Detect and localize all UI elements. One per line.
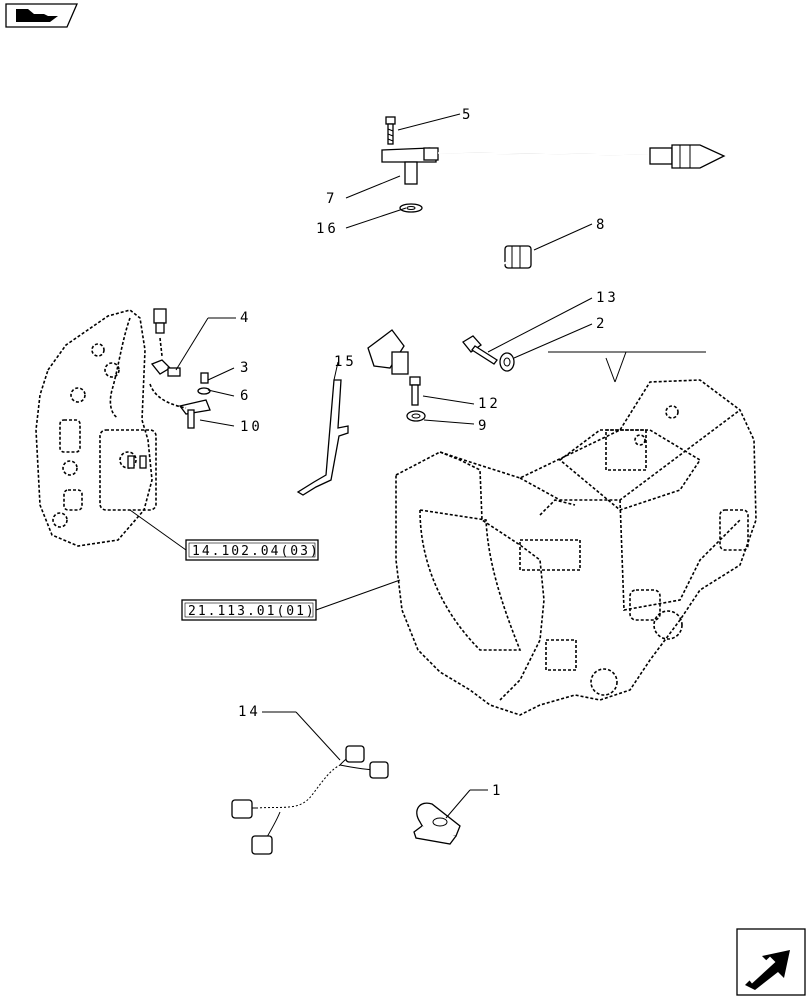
reference-label: 21.113.01(01) [188,604,316,619]
callout-16: 16 [316,221,339,237]
callout-13: 13 [596,290,619,306]
callout-8: 8 [596,217,607,233]
washer-part-16 [399,203,423,213]
bolt-part-5 [385,116,396,145]
bolt-part-12 [409,376,421,406]
callout-10: 10 [240,419,263,435]
wiring-harness-part-14 [231,745,389,855]
bolt-part-13 [462,335,498,365]
callout-5: 5 [462,107,473,123]
hardware-group [149,308,211,429]
callout-4: 4 [240,310,251,326]
callout-9: 9 [478,418,489,434]
callout-7: 7 [326,191,337,207]
callout-1: 1 [492,783,503,799]
transmission-housing [395,379,757,716]
callout-3: 3 [240,360,251,376]
housing-indicator [548,351,706,383]
callout-15: 15 [334,354,357,370]
leader-lines [129,113,593,819]
callout-12: 12 [478,396,501,412]
bracket-part-15 [296,379,349,496]
speed-sensor-part-7 [381,144,726,185]
cover-plate [35,309,157,547]
callout-6: 6 [240,388,251,404]
washer-part-9 [406,410,426,422]
callout-14: 14 [238,704,261,720]
reference-link-21-113-01-01[interactable]: 21.113.01(01) [181,599,317,621]
sealing-ring-part-2 [499,352,515,372]
callout-2: 2 [596,316,607,332]
reference-link-14-102-04-03[interactable]: 14.102.04(03) [185,539,320,561]
book-icon[interactable] [5,3,78,28]
sensor-harness-part-8 [367,245,532,375]
reference-label: 14.102.04(03) [192,544,320,559]
clamp-part-1 [413,802,461,845]
next-page-arrow-icon[interactable] [736,928,806,996]
